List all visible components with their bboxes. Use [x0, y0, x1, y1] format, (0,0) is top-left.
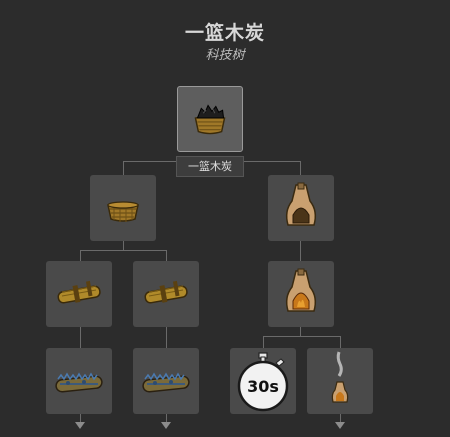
connector-line [300, 327, 301, 337]
tech-node-smoking-kiln[interactable] [307, 348, 373, 414]
tech-node-logs[interactable] [46, 261, 112, 327]
tech-node-burning-kiln[interactable] [268, 261, 334, 327]
tech-node-basket[interactable] [90, 175, 156, 241]
tech-node-timer[interactable]: 30s [230, 348, 296, 414]
tech-node-mossy-logs[interactable] [133, 348, 199, 414]
mossy-log-bundle-icon [141, 373, 191, 394]
connector-line [340, 336, 341, 348]
connector-line [80, 414, 81, 422]
basket-icon [107, 201, 139, 223]
connector-line [263, 336, 264, 348]
tech-node-mossy-logs[interactable] [46, 348, 112, 414]
log-bundle-icon [143, 280, 189, 305]
connector-line [166, 414, 167, 422]
tech-node-kiln[interactable] [268, 175, 334, 241]
timer-label: 30s [247, 377, 279, 396]
connector-line [166, 250, 167, 261]
connector-line [123, 241, 124, 251]
page-subtitle: 科技树 [205, 48, 245, 63]
down-arrow-icon [75, 422, 85, 429]
smoking-kiln-icon [330, 350, 350, 404]
page-title: 一篮木炭 [184, 22, 265, 44]
node-tooltip: 一篮木炭 [176, 156, 244, 177]
tech-node-selected[interactable] [177, 86, 243, 152]
log-bundle-icon [56, 280, 102, 305]
connector-line [123, 161, 124, 175]
down-arrow-icon [161, 422, 171, 429]
burning-kiln-icon [285, 268, 317, 312]
connector-line [80, 327, 81, 348]
connector-line [300, 241, 301, 261]
charcoal-kiln-icon [285, 182, 317, 226]
connector-line [300, 161, 301, 175]
mossy-log-bundle-icon [54, 373, 104, 394]
connector-line [166, 327, 167, 348]
tech-node-logs[interactable] [133, 261, 199, 327]
down-arrow-icon [335, 422, 345, 429]
connector-line [263, 336, 340, 337]
connector-line [340, 414, 341, 422]
charcoal-basket-icon [194, 104, 226, 135]
stopwatch-icon: 30s [237, 352, 289, 412]
connector-line [80, 250, 81, 261]
